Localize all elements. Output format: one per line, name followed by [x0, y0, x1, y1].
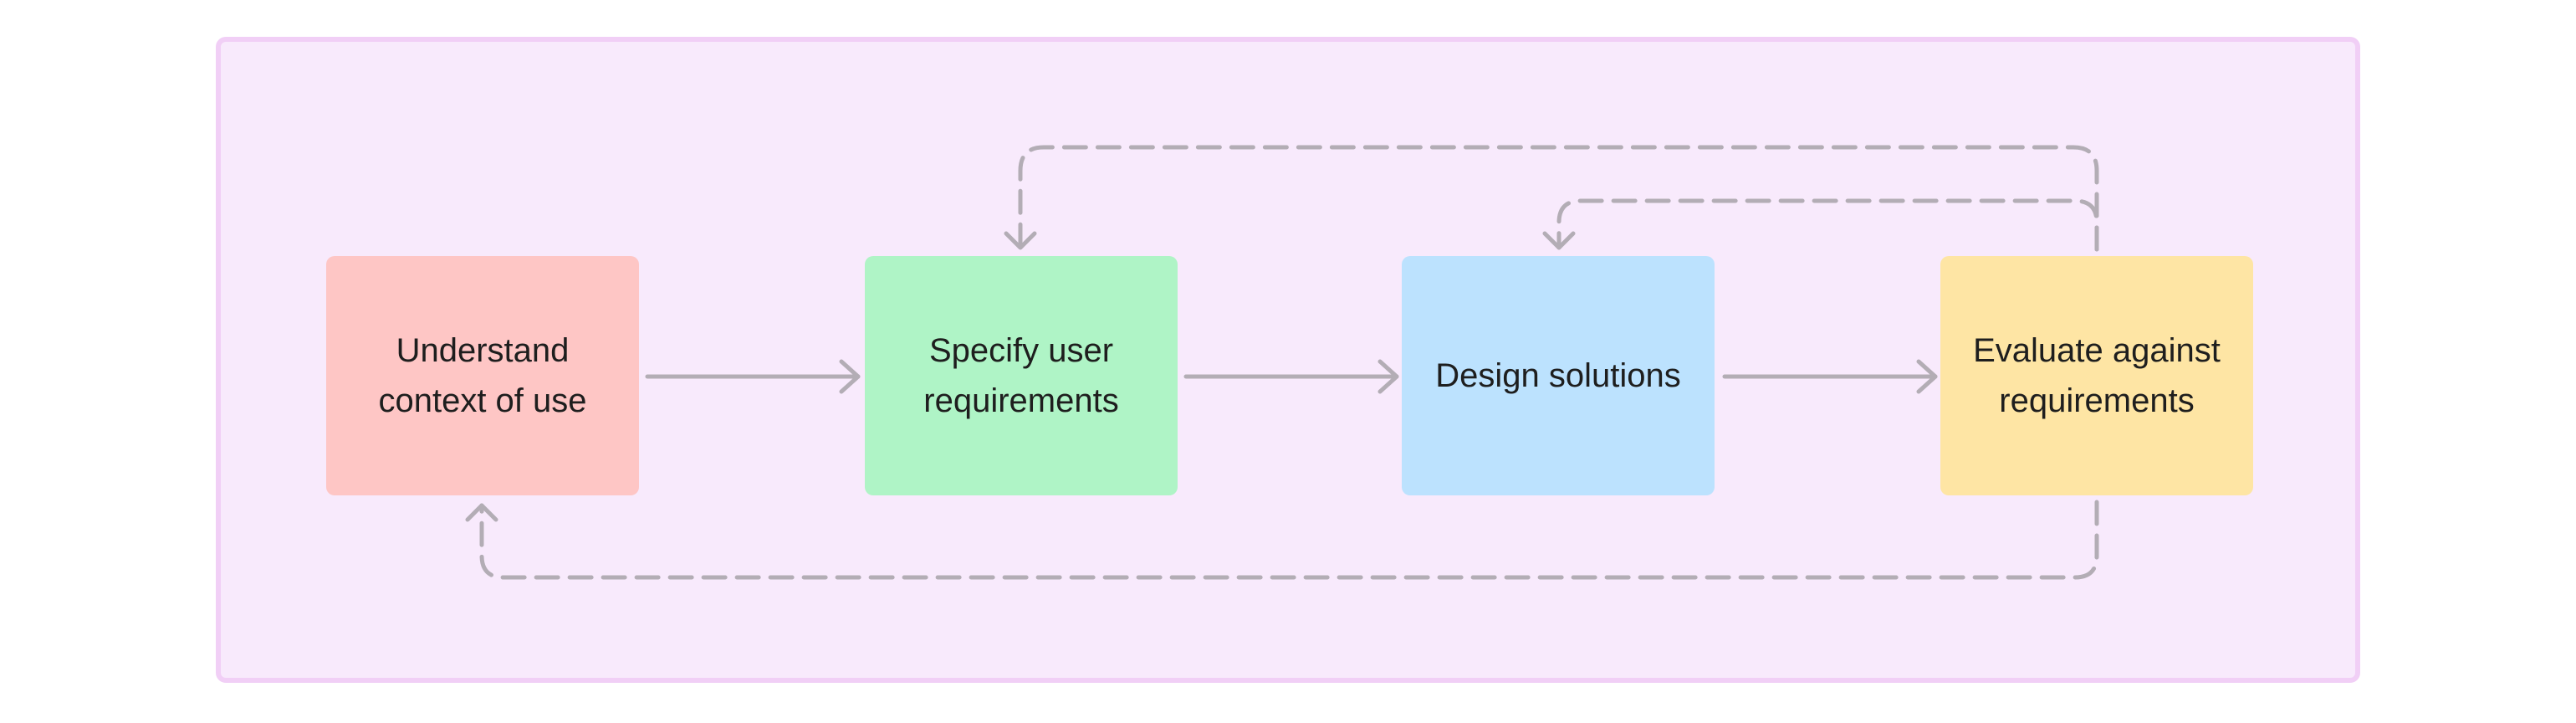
node-evaluate[interactable]: Evaluate against requirements [1940, 256, 2253, 495]
node-label: Understand context of use [378, 332, 587, 419]
node-understand-context[interactable]: Understand context of use [326, 256, 639, 495]
node-label: Evaluate against requirements [1973, 332, 2221, 419]
node-label: Specify user requirements [923, 332, 1119, 419]
node-label: Design solutions [1435, 357, 1681, 394]
node-specify-requirements[interactable]: Specify user requirements [865, 256, 1178, 495]
node-design-solutions[interactable]: Design solutions [1402, 256, 1715, 495]
